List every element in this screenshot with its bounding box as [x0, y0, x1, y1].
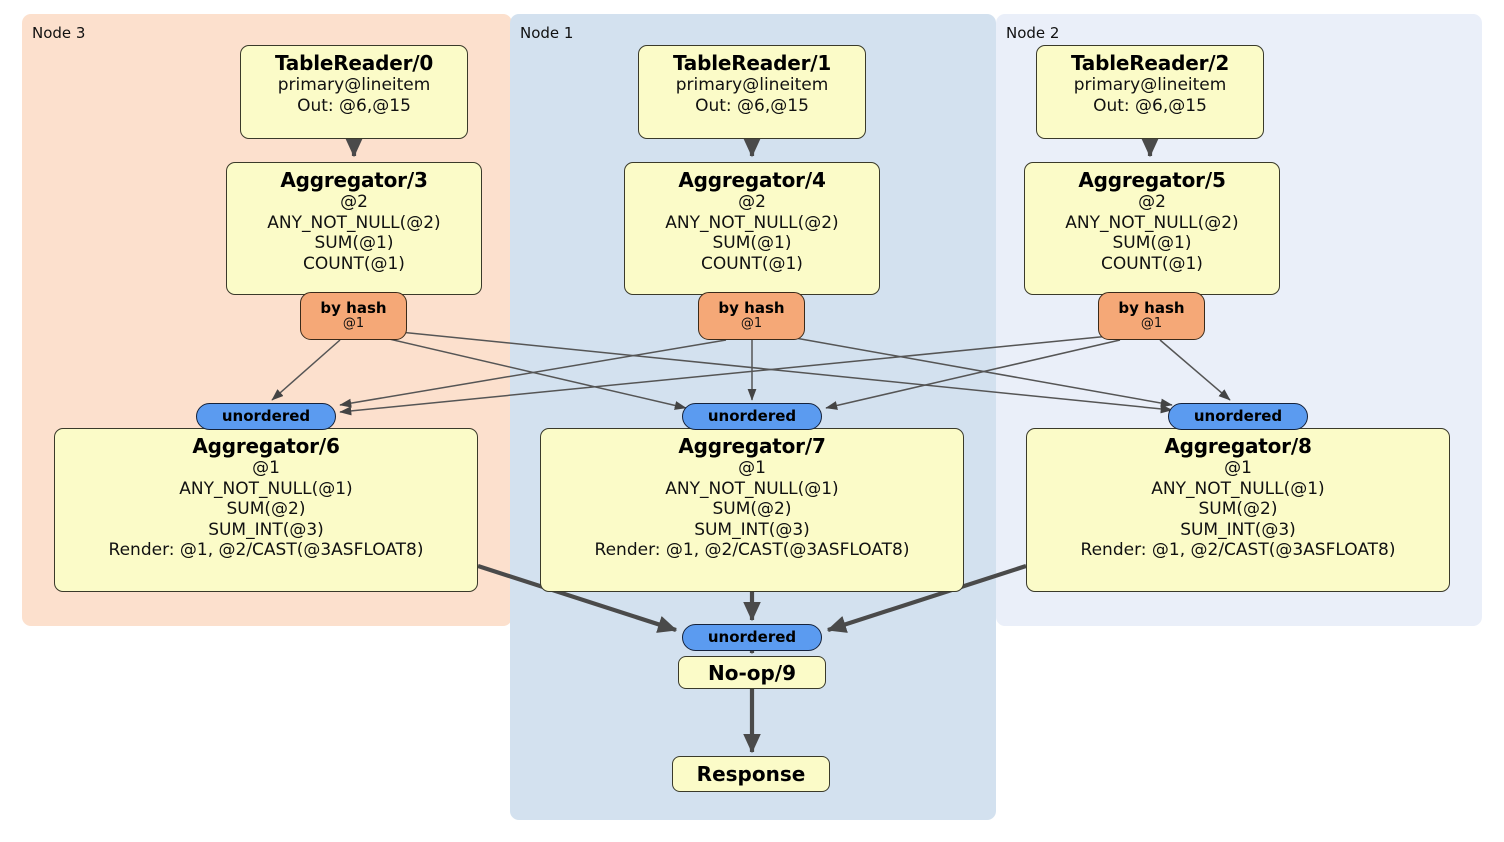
plan-box-line: @1 — [1224, 458, 1252, 479]
plan-box-line: ANY_NOT_NULL(@1) — [1151, 478, 1325, 499]
plan-box-noop9[interactable]: No-op/9 — [678, 656, 826, 689]
plan-box-line: ANY_NOT_NULL(@2) — [1065, 212, 1239, 233]
plan-box-line: ANY_NOT_NULL(@1) — [665, 478, 839, 499]
plan-box-title: Aggregator/6 — [192, 434, 340, 458]
plan-box-line: SUM_INT(@3) — [694, 519, 810, 540]
plan-box-line: @2 — [1138, 192, 1166, 213]
plan-box-line: Render: @1, @2/CAST(@3ASFLOAT8) — [108, 539, 424, 560]
unordered-label: unordered — [707, 407, 797, 425]
plan-box-line: Render: @1, @2/CAST(@3ASFLOAT8) — [1080, 539, 1396, 560]
plan-box-line: COUNT(@1) — [303, 253, 405, 274]
plan-box-title: TableReader/1 — [672, 51, 832, 75]
plan-box-line: @1 — [738, 458, 766, 479]
plan-box-title: Aggregator/8 — [1164, 434, 1312, 458]
unordered-synchronizer-u9[interactable]: unordered — [682, 624, 822, 651]
plan-box-line: Out: @6,@15 — [297, 95, 411, 116]
unordered-label: unordered — [1193, 407, 1283, 425]
plan-box-line: COUNT(@1) — [701, 253, 803, 274]
plan-box-response[interactable]: Response — [672, 756, 830, 792]
plan-box-line: SUM_INT(@3) — [1180, 519, 1296, 540]
unordered-synchronizer-u7[interactable]: unordered — [682, 403, 822, 430]
node-panel-label-node2: Node 2 — [1006, 24, 1060, 42]
plan-box-line: ANY_NOT_NULL(@2) — [267, 212, 441, 233]
plan-box-line: @2 — [340, 192, 368, 213]
hash-router-h3[interactable]: by hash@1 — [300, 292, 407, 340]
plan-box-title: Aggregator/7 — [678, 434, 826, 458]
hash-router-label: by hash — [718, 298, 785, 317]
hash-router-column: @1 — [1140, 315, 1163, 331]
unordered-label: unordered — [221, 407, 311, 425]
plan-box-line: @1 — [252, 458, 280, 479]
plan-box-line: SUM(@2) — [1198, 499, 1278, 520]
hash-router-h4[interactable]: by hash@1 — [698, 292, 805, 340]
plan-box-line: @2 — [738, 192, 766, 213]
node-panel-label-node3: Node 3 — [32, 24, 86, 42]
plan-box-line: SUM(@1) — [314, 233, 394, 254]
hash-router-column: @1 — [342, 315, 365, 331]
plan-box-line: Render: @1, @2/CAST(@3ASFLOAT8) — [594, 539, 910, 560]
plan-box-title: Aggregator/5 — [1078, 168, 1226, 192]
plan-box-line: SUM(@2) — [712, 499, 792, 520]
plan-box-line: ANY_NOT_NULL(@2) — [665, 212, 839, 233]
plan-box-title: Response — [696, 762, 806, 786]
plan-box-title: TableReader/0 — [274, 51, 434, 75]
hash-router-h5[interactable]: by hash@1 — [1098, 292, 1205, 340]
plan-box-title: No-op/9 — [707, 660, 797, 685]
plan-box-line: primary@lineitem — [1073, 75, 1227, 96]
plan-box-line: SUM(@1) — [1112, 233, 1192, 254]
plan-box-title: TableReader/2 — [1070, 51, 1230, 75]
plan-box-line: Out: @6,@15 — [695, 95, 809, 116]
plan-box-line: COUNT(@1) — [1101, 253, 1203, 274]
plan-box-line: ANY_NOT_NULL(@1) — [179, 478, 353, 499]
plan-box-line: Out: @6,@15 — [1093, 95, 1207, 116]
plan-box-line: SUM(@2) — [226, 499, 306, 520]
node-panel-label-node1: Node 1 — [520, 24, 574, 42]
plan-box-line: primary@lineitem — [675, 75, 829, 96]
hash-router-label: by hash — [1118, 298, 1185, 317]
plan-box-line: SUM_INT(@3) — [208, 519, 324, 540]
unordered-label: unordered — [707, 628, 797, 646]
plan-box-line: primary@lineitem — [277, 75, 431, 96]
plan-box-line: SUM(@1) — [712, 233, 792, 254]
hash-router-label: by hash — [320, 298, 387, 317]
hash-router-column: @1 — [740, 315, 763, 331]
unordered-synchronizer-u6[interactable]: unordered — [196, 403, 336, 430]
plan-box-title: Aggregator/4 — [678, 168, 826, 192]
unordered-synchronizer-u8[interactable]: unordered — [1168, 403, 1308, 430]
plan-box-title: Aggregator/3 — [280, 168, 428, 192]
